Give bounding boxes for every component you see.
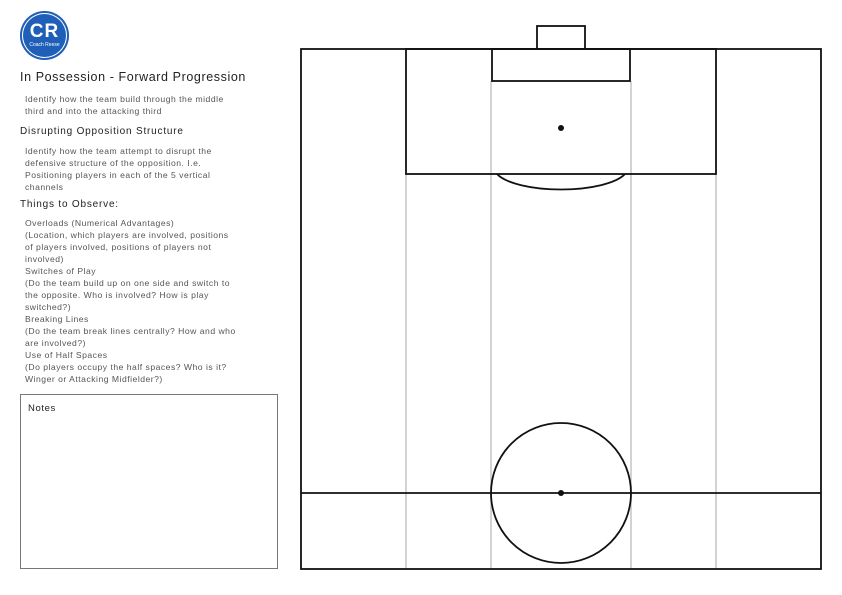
text-line: (Location, which players are involved, p… bbox=[25, 230, 229, 240]
logo-initials: CR bbox=[29, 21, 60, 42]
text-line: the opposite. Who is involved? How is pl… bbox=[25, 290, 209, 300]
text-line: (Do the team build up on one side and sw… bbox=[25, 278, 231, 288]
centre-spot bbox=[558, 490, 564, 496]
centre-circle bbox=[490, 422, 632, 564]
text-line: Overloads (Numerical Advantages) bbox=[25, 218, 175, 228]
text-line: are involved?) bbox=[25, 338, 86, 348]
notes-box[interactable]: Notes bbox=[20, 394, 278, 569]
observe-heading: Things to Observe: bbox=[20, 199, 119, 210]
text-line: (Do players occupy the half spaces? Who … bbox=[25, 362, 227, 372]
penalty-arc bbox=[496, 173, 626, 191]
penalty-area bbox=[405, 48, 717, 175]
six-yard-box bbox=[491, 48, 631, 82]
text-line: involved) bbox=[25, 254, 64, 264]
text-line: switched?) bbox=[25, 302, 72, 312]
observe-list: Overloads (Numerical Advantages) (Locatio… bbox=[25, 217, 273, 385]
text-line: Breaking Lines bbox=[25, 314, 89, 324]
possession-description: Identify how the team build through the … bbox=[25, 93, 273, 117]
text-line: Switches of Play bbox=[25, 266, 97, 276]
goal bbox=[536, 25, 586, 50]
text-line: (Do the team break lines centrally? How … bbox=[25, 326, 236, 336]
disrupting-description: Identify how the team attempt to disrupt… bbox=[25, 145, 273, 193]
text-line: of players involved, positions of player… bbox=[25, 242, 212, 252]
text-line: Use of Half Spaces bbox=[25, 350, 108, 360]
text-line: Positioning players in each of the 5 ver… bbox=[25, 170, 211, 180]
text-line: third and into the attacking third bbox=[25, 106, 162, 116]
text-line: Identify how the team build through the … bbox=[25, 94, 224, 104]
text-line: Identify how the team attempt to disrupt… bbox=[25, 146, 212, 156]
notes-label: Notes bbox=[28, 403, 56, 414]
logo-name: Coach Reese bbox=[29, 42, 60, 48]
coach-logo: CR Coach Reese bbox=[20, 11, 69, 60]
text-line: defensive structure of the opposition. I… bbox=[25, 158, 202, 168]
disrupting-heading: Disrupting Opposition Structure bbox=[20, 126, 184, 137]
text-line: Winger or Attacking Midfielder?) bbox=[25, 374, 163, 384]
possession-heading: In Possession - Forward Progression bbox=[20, 70, 246, 84]
text-line: channels bbox=[25, 182, 64, 192]
penalty-spot bbox=[558, 125, 564, 131]
